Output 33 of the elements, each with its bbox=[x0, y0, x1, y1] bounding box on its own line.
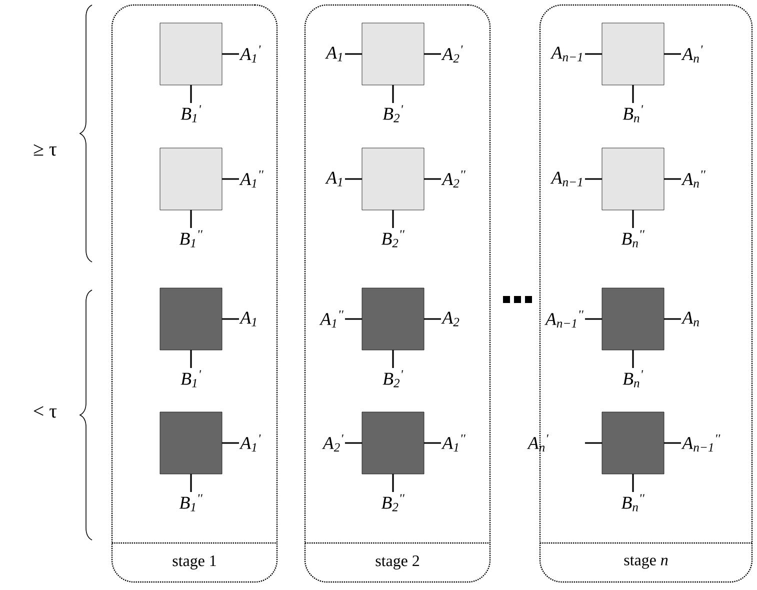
port-label: A$_{2}$' bbox=[441, 45, 463, 63]
port-label: B$_{2}$' bbox=[382, 370, 404, 388]
threshold-label: < τ bbox=[34, 406, 57, 418]
port-label: B$_{n}$' bbox=[622, 105, 644, 122]
port-label: A$_{n−1}$ bbox=[550, 172, 582, 186]
port-label: A$_{1}$' bbox=[239, 45, 261, 63]
port-label: A$_{n}$' bbox=[681, 45, 703, 63]
port-label: A$_{n−1}$ bbox=[550, 46, 582, 62]
port-label: A$_{n−1}$'' bbox=[544, 310, 584, 328]
port-label: B$_{2}$'' bbox=[381, 230, 404, 248]
port-label: B$_{2}$'' bbox=[381, 494, 404, 512]
port-label: A$_{n−1}$'' bbox=[681, 434, 720, 452]
threshold-label: ≥ τ bbox=[34, 144, 57, 156]
port-label: B$_{1}$' bbox=[180, 105, 202, 122]
port-label: A$_{1}$'' bbox=[239, 170, 264, 188]
port-label: A$_{n}$ bbox=[681, 312, 699, 326]
port-label: A$_{n}$'' bbox=[681, 170, 706, 188]
port-label: A$_{1}$ bbox=[325, 46, 342, 62]
port-label: B$_{n}$'' bbox=[621, 494, 644, 512]
port-label: B$_{2}$' bbox=[382, 105, 404, 122]
port-label: A$_{2}$ bbox=[441, 312, 460, 326]
port-label: A$_{2}$' bbox=[322, 434, 344, 452]
port-label: A$_{1}$'' bbox=[319, 310, 344, 328]
port-label: A$_{1}$ bbox=[239, 312, 256, 326]
port-label: B$_{1}$'' bbox=[179, 494, 202, 512]
port-label: B$_{n}$' bbox=[622, 370, 644, 388]
port-label: A$_{1}$ bbox=[325, 172, 342, 186]
port-label: A$_{1}$' bbox=[239, 434, 261, 452]
port-label: A$_{2}$'' bbox=[441, 170, 466, 188]
port-label: B$_{1}$'' bbox=[179, 230, 202, 248]
port-label: A$_{1}$'' bbox=[441, 434, 466, 452]
port-label: B$_{n}$'' bbox=[621, 230, 644, 248]
port-label: B$_{1}$' bbox=[180, 370, 202, 388]
